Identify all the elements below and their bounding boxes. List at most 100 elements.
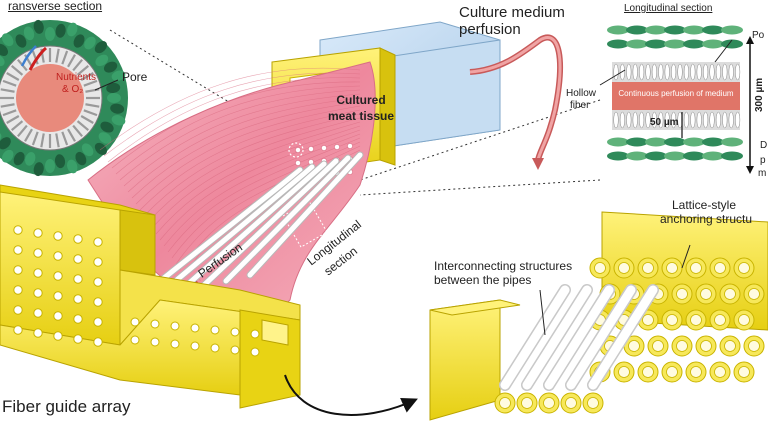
tissue-fiber-line	[127, 97, 361, 193]
tissue-fiber-line	[139, 109, 361, 211]
array-hole	[73, 274, 83, 284]
lattice-ring-hole	[565, 397, 577, 409]
pore-leader-line	[94, 79, 119, 91]
lattice-ring-hole	[738, 314, 750, 326]
lattice-ring-hole	[652, 340, 664, 352]
tissue-pore	[295, 147, 301, 153]
tissue-fiber-line	[103, 72, 361, 157]
hollow-fiber-leader	[599, 69, 626, 86]
lattice-ring-hole	[738, 366, 750, 378]
tissue-fiber-line	[167, 137, 361, 253]
array-hole	[230, 345, 240, 355]
cell-icon	[645, 137, 667, 147]
cell-icon	[94, 142, 107, 155]
pore-slit	[76, 120, 90, 131]
pore-slit	[639, 63, 645, 81]
pore-label: Pore	[122, 70, 148, 84]
cell-icon	[110, 103, 125, 114]
tissue-fiber-line	[107, 77, 361, 163]
cell-icon	[0, 54, 5, 67]
lattice-leader	[681, 244, 691, 269]
pore-slit	[6, 115, 20, 124]
longitudinal-d-partial: D	[760, 140, 768, 151]
interconnect-leader	[539, 289, 546, 336]
array-hole	[13, 265, 23, 275]
array-hole	[230, 327, 240, 337]
cell-icon	[702, 39, 724, 49]
tissue-title-line2: meat tissue	[327, 109, 395, 123]
scale-50-label: 50 µm	[650, 117, 679, 128]
cell-icon	[607, 39, 629, 49]
detail-view	[429, 211, 768, 421]
pore-leader-right	[714, 39, 733, 63]
tissue-pore	[308, 146, 314, 152]
pore-slit	[715, 63, 721, 81]
pore-slit	[632, 63, 638, 81]
tissue-pore	[321, 145, 327, 151]
pore-slit	[645, 63, 651, 81]
array-hole	[33, 288, 43, 298]
cell-icon	[75, 151, 87, 166]
lattice-ring-hole	[676, 288, 688, 300]
cell-icon	[607, 25, 629, 35]
pore-slit	[658, 63, 664, 81]
cell-icon	[626, 25, 648, 35]
zoom-target-circle	[288, 142, 304, 158]
lattice-ring-hole	[676, 340, 688, 352]
array-hole	[150, 337, 160, 347]
lattice-ring-hole	[499, 397, 511, 409]
tissue-fiber-line	[155, 125, 361, 235]
cell-icon	[107, 93, 121, 103]
oxygen-arrow-icon	[20, 45, 37, 67]
pore-slit	[40, 133, 45, 148]
transverse-cells	[0, 19, 126, 177]
tissue-fiber-line	[131, 101, 361, 199]
culture-medium-label: Culture medium	[459, 4, 565, 21]
cell-icon	[73, 34, 85, 48]
pore-slit	[664, 111, 670, 129]
lattice-ring-hole	[724, 288, 736, 300]
pore-slit	[735, 111, 741, 129]
pore-slit	[735, 63, 741, 81]
pore-slit	[722, 111, 728, 129]
tissue-fiber-line	[159, 129, 361, 241]
detail-tube-lumen	[544, 285, 614, 390]
lattice-ring-hole	[690, 366, 702, 378]
pore-slit	[31, 50, 39, 65]
cell-icon	[67, 159, 78, 174]
array-hole	[210, 325, 220, 335]
cell-icon	[0, 137, 11, 150]
cell-icon	[111, 115, 126, 126]
lattice-ring-hole	[543, 397, 555, 409]
pore-slit	[651, 63, 657, 81]
lattice-ring-hole	[618, 262, 630, 274]
array-hole	[150, 319, 160, 329]
array-hole	[250, 347, 260, 357]
tissue-pore	[295, 160, 301, 166]
array-hole	[73, 334, 83, 344]
pore-slit	[80, 72, 94, 81]
fiber-guide-array-label: Fiber guide array	[2, 397, 131, 416]
tissue-fiber-line	[123, 93, 361, 187]
array-hole	[13, 325, 23, 335]
pore-slit	[55, 133, 60, 148]
pore-slit	[80, 115, 94, 124]
array-hole	[210, 343, 220, 353]
pore-slit	[2, 79, 17, 87]
longitudinal-pores-bottom	[613, 111, 741, 129]
continuous-perfusion-band	[612, 82, 740, 110]
cell-icon	[45, 159, 55, 173]
pore-slit	[709, 63, 715, 81]
pore-slit	[17, 124, 28, 138]
cell-icon	[94, 41, 107, 54]
pore-slit	[677, 63, 683, 81]
cell-icon	[81, 143, 94, 157]
lattice-ring-hole	[666, 262, 678, 274]
pore-slit	[67, 128, 76, 142]
array-hole	[53, 231, 63, 241]
array-hole	[53, 291, 63, 301]
hollow-fiber-lumen	[175, 161, 327, 296]
array-hole	[33, 268, 43, 278]
tissue-pore	[347, 143, 353, 149]
lattice-ring-hole	[666, 314, 678, 326]
